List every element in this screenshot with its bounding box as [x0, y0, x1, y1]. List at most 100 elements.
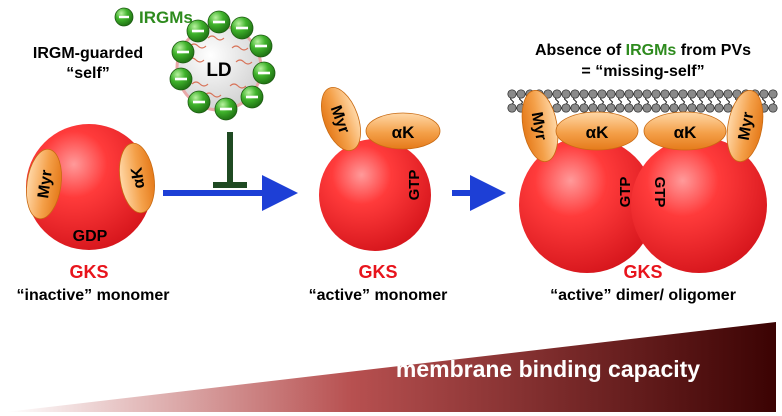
ak-domain-right: αK	[643, 111, 727, 151]
lipid-head	[642, 103, 652, 113]
lipid-head	[687, 103, 697, 113]
lipid-head	[714, 89, 724, 99]
lipid-head	[651, 89, 661, 99]
myr-domain-left: Myr	[521, 90, 559, 162]
lipid-droplet: LD	[169, 10, 276, 121]
svg-text:αK: αK	[586, 123, 609, 142]
lipid-head	[633, 103, 643, 113]
lipid-head	[714, 103, 724, 113]
lipid-head	[723, 103, 733, 113]
lipid-head	[723, 89, 733, 99]
lipid-head	[669, 103, 679, 113]
lipid-head	[570, 103, 580, 113]
lipid-head	[705, 103, 715, 113]
lipid-head	[705, 89, 715, 99]
lipid-head	[516, 89, 526, 99]
irgm-molecule	[249, 34, 273, 58]
lipid-head	[570, 89, 580, 99]
lipid-head	[579, 103, 589, 113]
lipid-head	[615, 89, 625, 99]
gtp-label-left: GTP	[617, 177, 634, 208]
self-guard-line1: IRGM-guarded	[33, 45, 143, 62]
gtp-label-right: GTP	[651, 177, 668, 208]
irgm-molecule	[207, 10, 231, 34]
svg-text:Myr: Myr	[35, 169, 56, 200]
irgm-molecule	[252, 61, 276, 85]
missing-self-line2: = “missing-self”	[581, 63, 704, 80]
lipid-droplet-label: LD	[206, 60, 231, 81]
irgm-molecule	[186, 19, 210, 43]
lipid-head	[507, 89, 517, 99]
missing-self-line1: Absence of IRGMs from PVs	[535, 42, 751, 59]
irgm-ring	[169, 10, 276, 121]
irgm-molecule	[169, 67, 193, 91]
membrane-binding-gradient	[6, 322, 776, 412]
inhibition-symbol	[213, 132, 247, 188]
lipid-head	[615, 103, 625, 113]
lipid-head	[606, 89, 616, 99]
lipid-head	[768, 103, 778, 113]
lipid-head	[696, 89, 706, 99]
gradient-label: membrane binding capacity	[396, 356, 700, 382]
lipid-head	[642, 89, 652, 99]
gks-sphere	[319, 139, 431, 251]
lipid-head	[588, 103, 598, 113]
irgm-legend-label: IRGMs	[139, 8, 193, 27]
lipid-head	[768, 89, 778, 99]
self-guard-line2: “self”	[66, 65, 110, 82]
lipid-head	[669, 89, 679, 99]
lipid-head	[552, 89, 562, 99]
minus-icon	[119, 15, 129, 19]
ak-domain: αK	[365, 112, 441, 150]
lipid-head	[507, 103, 517, 113]
ak-domain-left: αK	[555, 111, 639, 151]
lipid-head	[597, 103, 607, 113]
state2-caption: “active” monomer	[309, 287, 448, 304]
myr-domain-right: Myr	[726, 90, 764, 162]
gks-active-dimer: Myr αK αK Myr GTP GTP	[519, 90, 767, 273]
gks-active-monomer: Myr αK GTP	[319, 87, 441, 251]
lipid-head	[678, 89, 688, 99]
myr-domain: Myr	[26, 148, 62, 220]
lipid-head	[606, 103, 616, 113]
svg-text:αK: αK	[129, 166, 149, 190]
gks-inactive-monomer: Myr αK GDP	[26, 124, 155, 250]
lipid-head	[597, 89, 607, 99]
gdp-label: GDP	[73, 228, 108, 245]
irgm-molecule	[187, 90, 211, 114]
ak-domain: αK	[119, 142, 155, 214]
lipid-head	[624, 89, 634, 99]
state2-protein-label: GKS	[358, 262, 397, 282]
svg-text:Myr: Myr	[736, 111, 758, 142]
irgm-legend: IRGMs	[114, 7, 193, 27]
gks-sphere-right	[631, 137, 767, 273]
svg-text:Myr: Myr	[528, 111, 550, 142]
state3-protein-label: GKS	[623, 262, 662, 282]
lipid-tails	[187, 35, 253, 98]
lipid-head	[660, 103, 670, 113]
state1-caption: “inactive” monomer	[17, 287, 170, 304]
svg-text:αK: αK	[392, 123, 415, 142]
lipid-head	[687, 89, 697, 99]
lipid-head	[759, 89, 769, 99]
lipid-head	[561, 103, 571, 113]
lipid-head	[579, 89, 589, 99]
lipid-head	[660, 89, 670, 99]
irgm-molecule	[230, 16, 254, 40]
svg-text:αK: αK	[674, 123, 697, 142]
irgm-molecule	[240, 85, 264, 109]
irgm-molecule	[171, 40, 195, 64]
gtp-label: GTP	[406, 170, 423, 201]
lipid-head	[624, 103, 634, 113]
gks-sphere	[26, 124, 152, 250]
state3-caption: “active” dimer/ oligomer	[550, 287, 736, 304]
irgm-molecule	[214, 97, 238, 121]
gks-sphere-left	[519, 137, 655, 273]
state1-protein-label: GKS	[69, 262, 108, 282]
lipid-head	[678, 103, 688, 113]
lipid-head	[588, 89, 598, 99]
lipid-head	[633, 89, 643, 99]
myr-domain: Myr	[321, 87, 361, 151]
lipid-head	[552, 103, 562, 113]
